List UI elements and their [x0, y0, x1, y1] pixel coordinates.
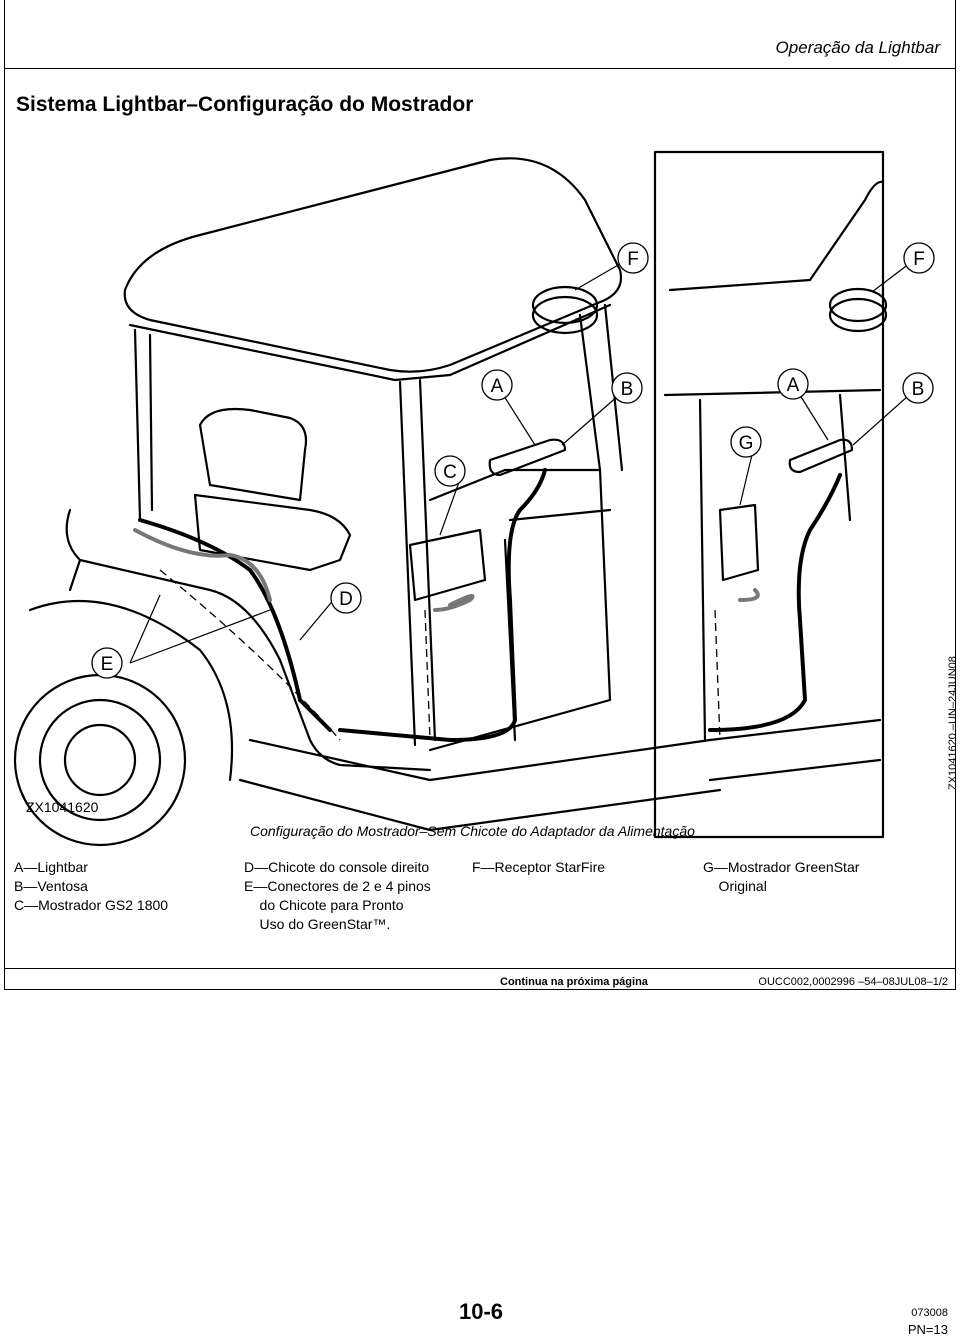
legend-item: G—Mostrador GreenStar — [703, 859, 860, 875]
footer-divider — [4, 968, 956, 969]
document-reference: OUCC002,0002996 –54–08JUL08–1/2 — [758, 976, 948, 988]
tractor-cab-illustration: F F A B A B C G D E — [13, 150, 935, 847]
legend-item: B—Ventosa — [14, 878, 88, 894]
figure-id: ZX1041620 — [26, 799, 99, 815]
legend-item: D—Chicote do console direito — [244, 859, 430, 875]
header-divider — [4, 68, 956, 69]
callout-e: E — [101, 654, 114, 675]
legend-item: Original — [703, 878, 767, 894]
legend-item: do Chicote para Pronto — [244, 897, 404, 913]
page-code: 073008 — [911, 1307, 948, 1319]
callout-b: B — [621, 379, 634, 400]
callout-f: F — [913, 249, 925, 270]
page-title: Sistema Lightbar–Configuração do Mostrad… — [16, 93, 474, 116]
pn-label: PN=13 — [907, 1322, 948, 1337]
legend-item: Uso do GreenStar™. — [244, 916, 391, 932]
legend-column-2: D—Chicote do console direito E—Conectore… — [244, 858, 431, 934]
page-frame — [4, 0, 956, 990]
continued-note: Continua na próxima página — [500, 976, 648, 988]
legend-column-4: G—Mostrador GreenStar Original — [703, 858, 859, 896]
legend-item: F—Receptor StarFire — [472, 859, 606, 875]
callout-c: C — [443, 462, 457, 483]
figure-side-code: ZX1041620 –UN–24JUN08 — [947, 656, 959, 790]
callout-f: F — [627, 249, 639, 270]
figure-caption: Configuração do Mostrador–Sem Chicote do… — [250, 823, 695, 839]
callout-a: A — [491, 376, 504, 397]
legend-column-3: F—Receptor StarFire — [472, 858, 605, 877]
callout-g: G — [739, 433, 754, 454]
legend-item: E—Conectores de 2 e 4 pinos — [244, 878, 431, 894]
section-header: Operação da Lightbar — [775, 38, 940, 57]
legend-item: A—Lightbar — [14, 859, 88, 875]
legend-item: C—Mostrador GS2 1800 — [14, 897, 169, 913]
callout-d: D — [339, 589, 353, 610]
legend-column-1: A—Lightbar B—Ventosa C—Mostrador GS2 180… — [14, 858, 168, 915]
callout-b: B — [912, 379, 925, 400]
callout-a: A — [787, 375, 800, 396]
page-number: 10-6 — [459, 1299, 504, 1324]
